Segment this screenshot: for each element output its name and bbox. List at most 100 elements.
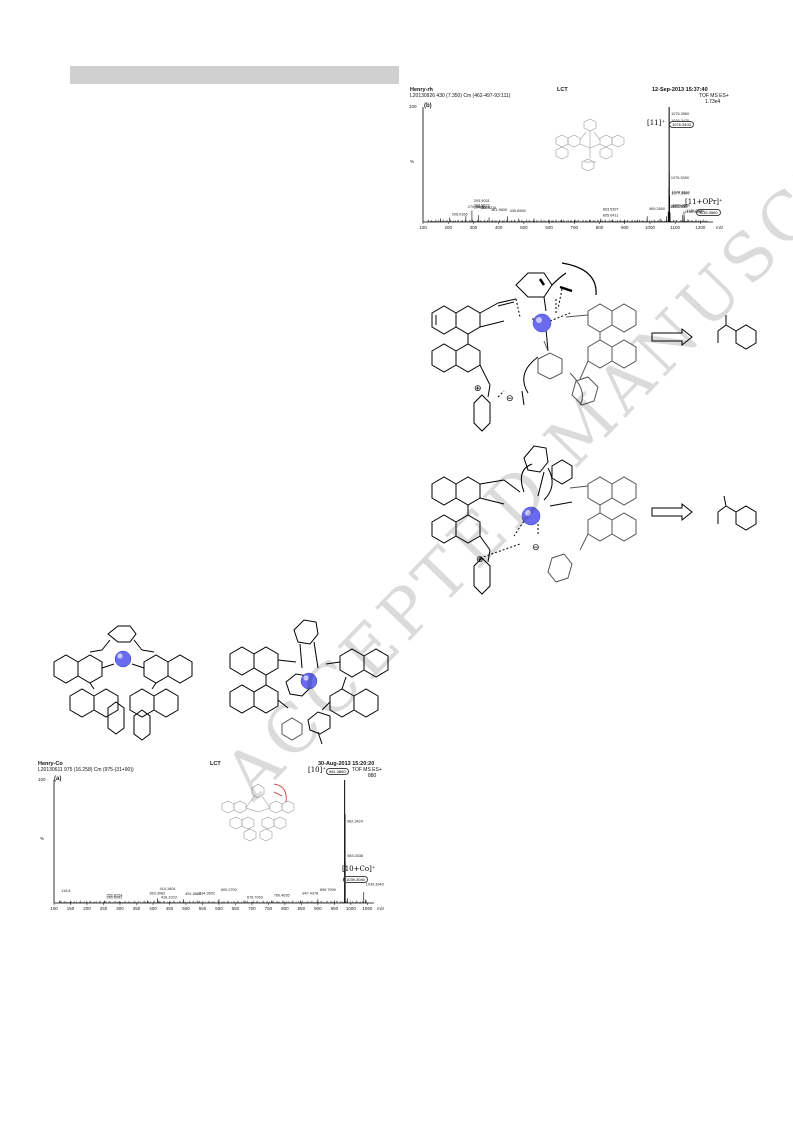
ms-b-x-tick-label: 1200 xyxy=(695,225,706,230)
ms-b-baseline-noise xyxy=(427,219,708,222)
ms-a-x-tick-label: 750 xyxy=(265,906,273,911)
ms-b-peak-label: 293.9622 xyxy=(474,203,490,207)
charge-minus-middle: ⊖ xyxy=(532,542,540,552)
ms-b-peak-label: 1077.3400 xyxy=(671,192,689,196)
ms-a-ion-minor-val: 1039.3040 xyxy=(343,876,368,883)
ms-b-ymid: % xyxy=(410,159,415,164)
ms-b-peak-label: 361.9605 xyxy=(491,208,507,212)
ms-a-x-tick-label: 700 xyxy=(248,906,256,911)
ms-b-peak-label: 1072.3380 xyxy=(670,205,688,209)
ms-b-peak-label: 805.0411 xyxy=(603,214,619,218)
ms-a-ion-minor: [10+Co]⁺ xyxy=(342,865,376,873)
ms-a-x-tick-label: 600 xyxy=(215,906,223,911)
ms-a-x-tick-label: 800 xyxy=(281,906,289,911)
ms-a-x-tick-label: 550 xyxy=(199,906,207,911)
ms-b-date: 12-Sep-2013 15:37:40 xyxy=(652,87,708,93)
ms-a-peak-label: 260.6992 xyxy=(106,896,122,900)
ms-b-x-tick-label: 500 xyxy=(520,225,528,230)
cobalt-atom-top xyxy=(532,313,552,333)
ms-b-x-tick-label: 800 xyxy=(596,225,604,230)
ms-a-x-tick-label: 250 xyxy=(100,906,108,911)
ms-b-peak-label: 1066.2700 xyxy=(669,205,687,209)
ms-b-peak-label: 803.5397 xyxy=(603,207,619,211)
ms-a-sample: Henry-Co xyxy=(38,761,63,767)
ms-a-baseline-noise xyxy=(60,900,367,903)
ms-spectrum-b: Henry-rh L20130926 430 (7.350) Cm (462-4… xyxy=(407,86,729,234)
ms-b-peak-label: 270.9819 xyxy=(468,205,484,209)
ms-a-peak-label: 760.4635 xyxy=(274,893,290,897)
ms-a-ion-main: [10]⁺ xyxy=(308,766,327,774)
ms-a-x-tick-label: 1000 xyxy=(346,906,357,911)
ms-b-peak-label: 435.8956 xyxy=(510,209,526,213)
ms-a-panel-label: (a) xyxy=(54,776,62,782)
charge-minus-top: ⊖ xyxy=(506,393,514,403)
ms-a-x-tick-label: 450 xyxy=(166,906,174,911)
ms-a-peak-label: 847.4378 xyxy=(302,891,318,895)
ms-a-peak-label: 383.3082 xyxy=(149,891,165,895)
ms-a-x-tick-label: 850 xyxy=(298,906,306,911)
ms-a-peak-label: 491.6880 xyxy=(185,892,201,896)
ms-b-x-tick-label: 700 xyxy=(571,225,579,230)
transition-state-scheme-bottom: ⊕ ⊖ xyxy=(431,445,757,595)
ms-a-peak-label: 418.1023 xyxy=(161,896,177,900)
title-bar xyxy=(70,66,399,84)
ms-b-peak-label: 989.2690 xyxy=(649,207,665,211)
ms-b-peak-label: 206.0166 xyxy=(452,212,468,216)
ms-a-peak-label: 534.3602 xyxy=(199,891,215,895)
ms-b-sample: Henry-rh xyxy=(410,87,433,93)
ms-a-peak-label: 252.8724 xyxy=(106,893,122,897)
ms-a-x-tick-label: 150 xyxy=(67,906,75,911)
ms-a-x-tick-label: 500 xyxy=(182,906,190,911)
ms-a-x-tick-label: 950 xyxy=(331,906,339,911)
ms-b-x-tick-label: 1000 xyxy=(645,225,656,230)
ms-b-peak-label: 1136.3600 xyxy=(686,209,704,213)
ms-b-peak-label: 320.0216 xyxy=(480,206,496,210)
ms-b-ion-main: [11]⁺ xyxy=(647,119,666,127)
ms-a-x-tick-label: 200 xyxy=(83,906,91,911)
ms-b-x-tick-label: 1100 xyxy=(670,225,680,230)
ms-a-date: 30-Aug-2013 15:20:20 xyxy=(318,761,375,767)
ms-b-x-tick-label: 200 xyxy=(444,225,452,230)
ms-b-intensity: 1.73e4 xyxy=(705,99,721,105)
ms-b-peak-label: 293.9031 xyxy=(474,199,490,203)
ms-b-peak-label: 1075.3390 xyxy=(671,176,689,180)
ms-a-peak-label: 982.3424 xyxy=(347,819,363,823)
ms-b-x-tick-label: 600 xyxy=(545,225,553,230)
ms-b-peak-label: 294.8664 xyxy=(474,206,490,210)
ms-a-x-unit: m/z xyxy=(377,906,385,911)
charge-plus-middle: ⊕ xyxy=(476,554,484,564)
ms-a-x-tick-label: 900 xyxy=(314,906,322,911)
ms-a-ymid: % xyxy=(40,836,45,841)
ms-a-peak-label: 1039.3940 xyxy=(366,883,384,887)
cobalt-complex-left xyxy=(53,625,193,741)
ms-a-peak-label: 414.1604 xyxy=(160,887,176,891)
ms-a-peak-label: 678.7063 xyxy=(247,896,263,900)
ms-b-x-tick-label: 300 xyxy=(470,225,478,230)
ms-b-peak-label: 1130.3620 xyxy=(685,210,703,214)
ms-a-x-tick-label: 1050 xyxy=(362,906,373,911)
ms-b-panel-label: (b) xyxy=(424,103,432,109)
ms-a-file: L20130611 975 (16.258) Cm (975-(31+90)) xyxy=(38,767,134,773)
ms-a-ytop: 100 xyxy=(38,777,46,782)
cobalt-complex-right xyxy=(229,619,389,745)
ms-a-x-tick-label: 650 xyxy=(232,906,240,911)
ms-b-x-tick-label: 900 xyxy=(621,225,629,230)
ms-b-ion-main-val: 1076.3403 xyxy=(669,121,694,128)
ms-b-ion-minor: [11+OPr]⁺ xyxy=(685,198,723,206)
ms-a-x-tick-label: 300 xyxy=(116,906,124,911)
ms-a-mode: TOF MS ES+ xyxy=(352,767,382,773)
ms-a-x-tick-label: 350 xyxy=(133,906,141,911)
ms-spectrum-a: Henry-Co L20130611 975 (16.258) Cm (975-… xyxy=(38,760,386,916)
ms-b-ion-minor-val: 1135.3560 xyxy=(696,209,721,216)
ms-a-inset-structure xyxy=(221,783,295,842)
ms-b-file: L20130926 430 (7.350) Cm (462-497-93:111… xyxy=(410,93,511,99)
ms-b-center: LCT xyxy=(557,87,568,93)
ms-a-peak-label: 983.3438 xyxy=(347,854,363,858)
ms-b-peak-label: 1080.3620 xyxy=(672,204,690,208)
ms-a-x-tick-label: 100 xyxy=(50,906,58,911)
ms-b-peak-label: 1076.3960 xyxy=(671,112,689,116)
ms-b-mode: TOF MS ES+ xyxy=(699,93,729,99)
ms-a-peak-label: 899.7999 xyxy=(320,888,336,892)
ms-b-ytop: 100 xyxy=(409,104,417,109)
